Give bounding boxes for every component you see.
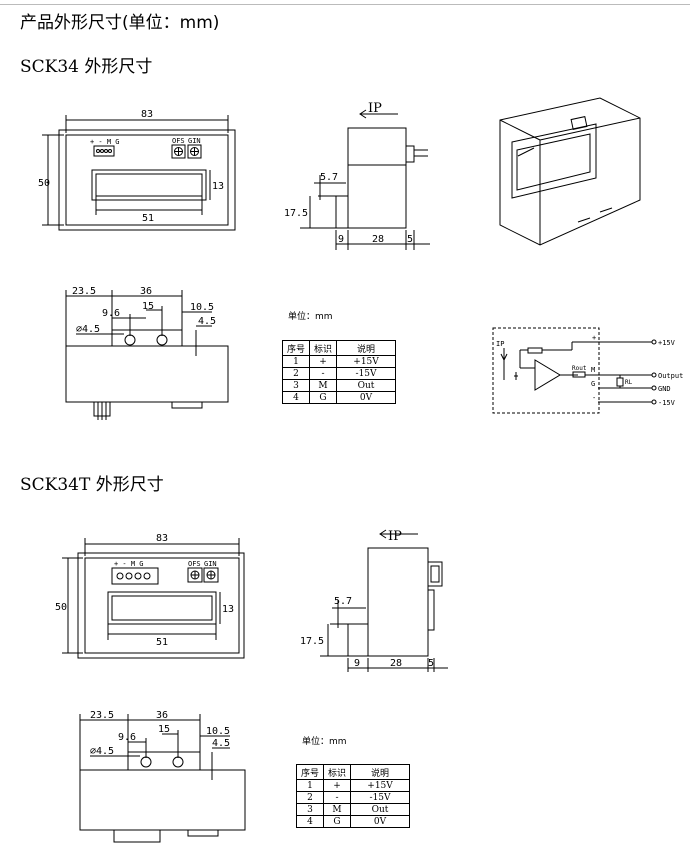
circuit-minus-label: - — [592, 394, 596, 402]
side-t-dim-17-5: 17.5 — [300, 636, 324, 647]
top-rule — [0, 4, 690, 5]
bottom-t-dim-9-6: 9.6 — [118, 732, 136, 743]
side-t-dim-28: 28 — [390, 658, 402, 669]
pin-header-desc: 说明 — [336, 340, 397, 356]
front-t-gin-label: GIN — [204, 560, 217, 568]
front-height-label: 50 — [38, 178, 50, 189]
side-t-dim-5-7: 5.7 — [334, 596, 352, 607]
front-window-width-label: 51 — [142, 213, 154, 224]
circuit-plus-label: + — [592, 334, 596, 342]
side-dim-28: 28 — [372, 234, 384, 245]
bottom-view-sck34t — [79, 714, 246, 843]
page-heading: 产品外形尺寸(单位：mm) — [20, 13, 220, 33]
side-t-dim-5: 5 — [428, 658, 434, 669]
front-t-height-label: 50 — [55, 602, 67, 613]
bottom-dim-23-5: 23.5 — [72, 286, 96, 297]
bottom-dim-4-5: 4.5 — [198, 316, 216, 327]
front-t-ofs-label: OFS — [188, 560, 201, 568]
side-dim-5: 5 — [407, 234, 413, 245]
circuit-g-label: G — [591, 380, 595, 388]
bottom-dim-10-5: 10.5 — [190, 302, 214, 313]
bottom-t-dim-4-5: 4.5 — [212, 738, 230, 749]
bottom-t-dim-15: 15 — [158, 724, 170, 735]
circuit-output: Output — [658, 372, 683, 380]
front-connector-label: + - M G — [90, 138, 120, 146]
unit-label-sck34: 单位：mm — [288, 312, 333, 322]
front-gin-label: GIN — [188, 137, 201, 145]
bottom-hole-dia: ⌀4.5 — [76, 324, 100, 335]
bottom-t-dim-36: 36 — [156, 710, 168, 721]
bottom-dim-36: 36 — [140, 286, 152, 297]
side-t-dim-9: 9 — [354, 658, 360, 669]
side-ip-label: IP — [368, 101, 382, 116]
table-row: 1++15V — [295, 779, 411, 792]
isometric-view-sck34 — [499, 97, 641, 246]
unit-label-sck34t: 单位：mm — [302, 737, 347, 747]
front-t-width-label: 83 — [156, 533, 168, 544]
side-view-sck34 — [300, 109, 430, 250]
circuit-m-label: M — [591, 366, 595, 374]
side-view-sck34t — [320, 529, 448, 672]
bottom-dim-9-6: 9.6 — [102, 308, 120, 319]
circuit-neg-supply: -15V — [658, 399, 676, 407]
bottom-t-dim-10-5: 10.5 — [206, 726, 230, 737]
front-view-sck34 — [42, 115, 236, 231]
front-width-label: 83 — [141, 109, 153, 120]
table-row: 2--15V — [295, 791, 411, 804]
front-window-height-label: 13 — [212, 181, 224, 192]
pin-header-index: 序号 — [281, 340, 311, 356]
pin-header-index: 序号 — [295, 764, 325, 780]
bottom-t-hole-dia: ⌀4.5 — [90, 746, 114, 757]
circuit-ip-label: IP — [496, 340, 504, 348]
circuit-rout-label: Rout — [572, 365, 587, 372]
pin-header-mark: 标识 — [309, 340, 338, 356]
circuit-rl-label: RL — [625, 379, 633, 386]
front-t-window-height-label: 13 — [222, 604, 234, 615]
table-row: 2--15V — [281, 367, 397, 380]
side-dim-17-5: 17.5 — [284, 208, 308, 219]
circuit-gnd: GND — [658, 385, 671, 393]
pin-header-mark: 标识 — [323, 764, 352, 780]
section-title-sck34t: SCK34T 外形尺寸 — [20, 475, 164, 495]
front-ofs-label: OFS — [172, 137, 185, 145]
bottom-t-dim-23-5: 23.5 — [90, 710, 114, 721]
section-title-sck34: SCK34 外形尺寸 — [20, 57, 153, 77]
circuit-pos-supply: +15V — [658, 339, 676, 347]
front-view-sck34t — [62, 538, 245, 659]
circuit-diagram — [492, 327, 657, 414]
bottom-view-sck34 — [65, 290, 229, 420]
pin-header-desc: 说明 — [350, 764, 411, 780]
table-row: 1++15V — [281, 355, 397, 368]
side-dim-5-7: 5.7 — [320, 172, 338, 183]
front-t-window-width-label: 51 — [156, 637, 168, 648]
front-t-connector-label: + - M G — [114, 560, 144, 568]
side-dim-9: 9 — [338, 234, 344, 245]
bottom-dim-15: 15 — [142, 301, 154, 312]
side-t-ip-label: IP — [388, 529, 402, 544]
